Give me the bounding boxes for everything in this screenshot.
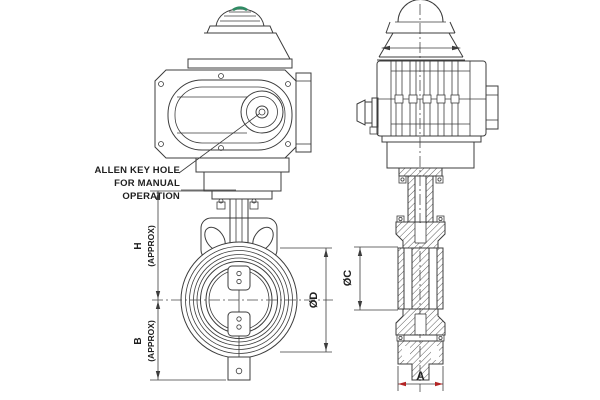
dim-h-approx-label: (APPROX) [146, 225, 156, 267]
annotation-note: ALLEN KEY HOLE FOR MANUAL OPERATION [95, 113, 260, 202]
indicator-dome-side [385, 0, 456, 34]
dim-d-label: ØD [308, 292, 320, 309]
dimension-OC: ØC [342, 246, 398, 311]
dim-b-label: B [133, 337, 144, 344]
note-line-3: OPERATION [122, 191, 180, 202]
note-line-2: FOR MANUAL [114, 178, 180, 189]
stem-section-side [398, 167, 444, 223]
actuator-mounting-bracket-side [381, 135, 482, 169]
front-view [152, 6, 333, 381]
terminal-box [485, 85, 499, 130]
actuator-body-side [376, 60, 499, 137]
dim-b-approx-label: (APPROX) [146, 320, 156, 362]
dimension-A: A [397, 366, 444, 391]
dimension-H: H (APPROX) [133, 190, 210, 300]
dimension-OD: ØD [280, 247, 332, 353]
actuator-oval-housing [167, 79, 293, 151]
dim-a-label: A [416, 371, 424, 383]
leader-line-allen-key [178, 113, 260, 174]
dim-c-label: ØC [342, 270, 354, 287]
disc-hub-tabs-front [227, 265, 251, 381]
dim-a-arrows: A [398, 371, 443, 387]
actuator-body-front [154, 69, 312, 159]
cap-width-arrow [381, 45, 461, 51]
manual-override-allen-key-hole [240, 90, 284, 134]
cable-gland [356, 97, 379, 135]
side-view [356, 0, 499, 392]
note-line-1: ALLEN KEY HOLE [95, 165, 181, 176]
actuator-cap-side [377, 32, 465, 61]
valve-body-section-side [395, 215, 446, 381]
indicator-green-window [232, 6, 248, 12]
dim-h-label: H [133, 242, 144, 249]
indicator-dome-front [206, 6, 274, 34]
actuator-mounting-flange-front [195, 157, 290, 210]
actuator-cap-front [187, 32, 293, 69]
dimension-B: B (APPROX) [133, 300, 226, 381]
side-flange-strip [295, 72, 312, 153]
